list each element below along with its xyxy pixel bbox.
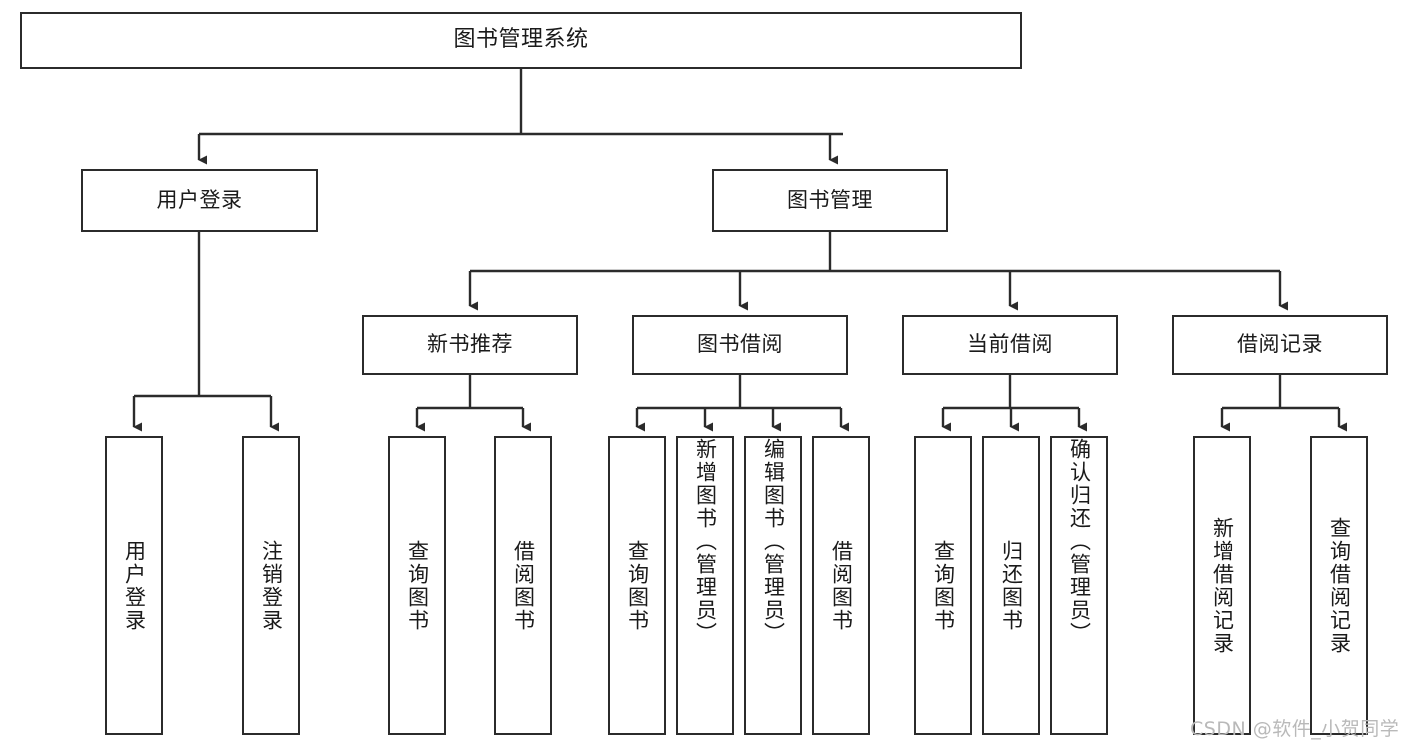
- node-label: 归还图书: [999, 539, 1024, 632]
- node-label: 用户登录: [156, 187, 243, 212]
- node-new-book-recommend[interactable]: 新书推荐: [362, 315, 578, 375]
- node-label: 新增图书（管理员）: [693, 438, 718, 645]
- leaf-user-login-logout[interactable]: 注销登录: [242, 436, 300, 735]
- node-borrow-records[interactable]: 借阅记录: [1172, 315, 1388, 375]
- node-label: 借阅图书: [511, 539, 536, 632]
- node-label: 借阅记录: [1237, 332, 1323, 357]
- leaf-user-login-login[interactable]: 用户登录: [105, 436, 163, 735]
- node-label: 注销登录: [259, 539, 284, 632]
- leaf-book-borrow-query-books[interactable]: 查询图书: [608, 436, 666, 735]
- leaf-borrow-records-add-record[interactable]: 新增借阅记录: [1193, 436, 1251, 735]
- node-label: 查询图书: [625, 539, 650, 632]
- node-label: 当前借阅: [967, 332, 1053, 357]
- node-label: 查询图书: [405, 539, 430, 632]
- leaf-borrow-records-query-record[interactable]: 查询借阅记录: [1310, 436, 1368, 735]
- node-label: 用户登录: [122, 539, 147, 632]
- node-label: 新增借阅记录: [1210, 516, 1235, 655]
- leaf-current-borrow-return-books[interactable]: 归还图书: [982, 436, 1040, 735]
- leaf-book-borrow-borrow-books[interactable]: 借阅图书: [812, 436, 870, 735]
- node-current-borrow[interactable]: 当前借阅: [902, 315, 1118, 375]
- node-label: 查询借阅记录: [1327, 516, 1352, 655]
- node-label: 编辑图书（管理员）: [761, 438, 786, 645]
- leaf-current-borrow-query-books[interactable]: 查询图书: [914, 436, 972, 735]
- node-label: 图书借阅: [697, 332, 783, 357]
- leaf-new-book-query-books[interactable]: 查询图书: [388, 436, 446, 735]
- leaf-current-borrow-confirm-return-admin[interactable]: 确认归还（管理员）: [1050, 436, 1108, 735]
- node-user-login[interactable]: 用户登录: [81, 169, 318, 232]
- node-book-management[interactable]: 图书管理: [712, 169, 948, 232]
- csdn-watermark: CSDN @软件_小贺同学: [1190, 718, 1400, 740]
- node-label: 图书管理系统: [453, 27, 589, 53]
- node-label: 确认归还（管理员）: [1067, 438, 1092, 645]
- node-label: 查询图书: [931, 539, 956, 632]
- leaf-book-borrow-add-book-admin[interactable]: 新增图书（管理员）: [676, 436, 734, 735]
- node-label: 新书推荐: [427, 332, 513, 357]
- node-root-library-management-system[interactable]: 图书管理系统: [20, 12, 1022, 69]
- leaf-new-book-borrow-books[interactable]: 借阅图书: [494, 436, 552, 735]
- leaf-book-borrow-edit-book-admin[interactable]: 编辑图书（管理员）: [744, 436, 802, 735]
- node-label: 借阅图书: [829, 539, 854, 632]
- node-book-borrow[interactable]: 图书借阅: [632, 315, 848, 375]
- node-label: 图书管理: [787, 187, 873, 212]
